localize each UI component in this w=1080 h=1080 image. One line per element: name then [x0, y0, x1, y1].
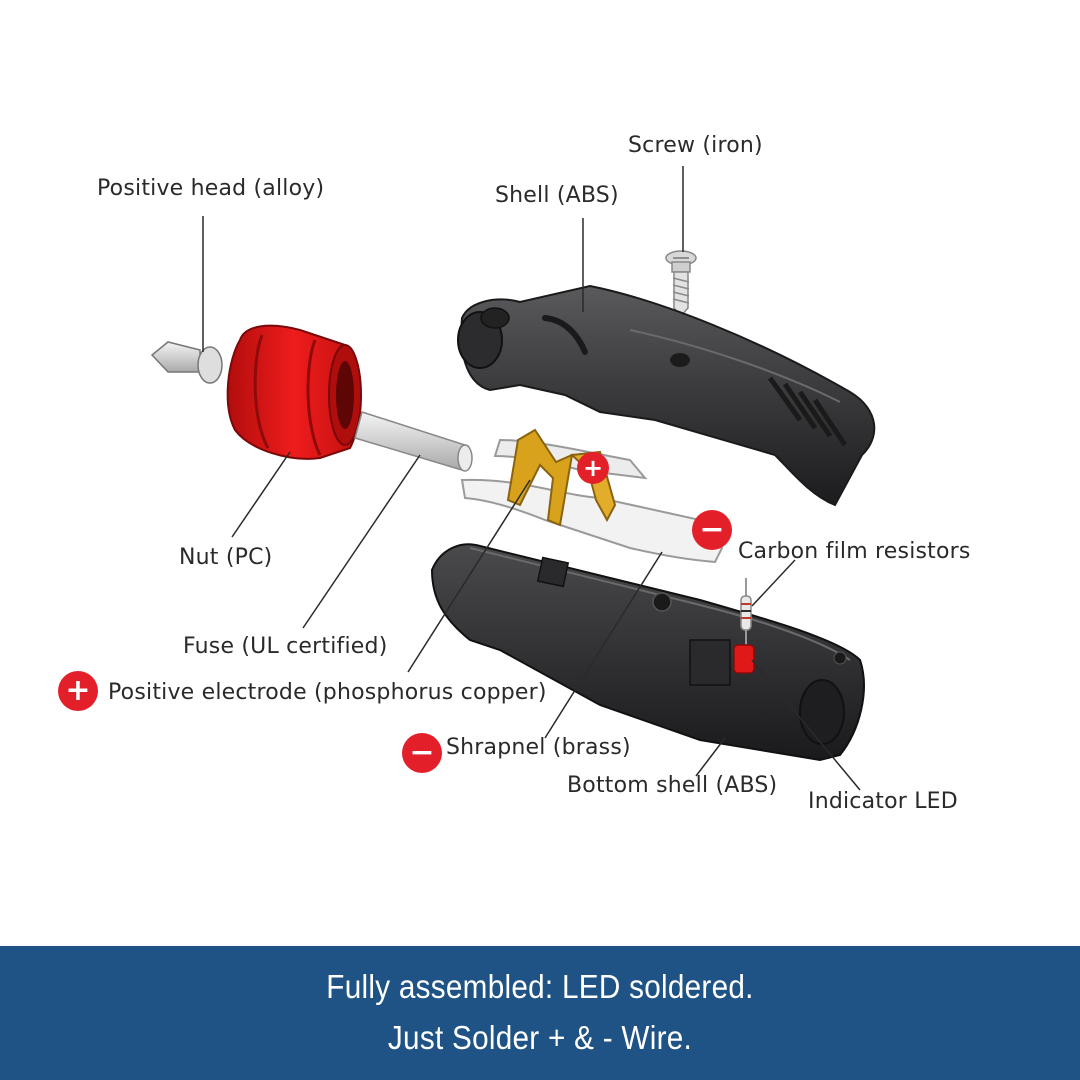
- label-indicator-led: Indicator LED: [808, 789, 958, 814]
- leader-bottom-shell: [695, 737, 726, 777]
- leader-nut: [231, 451, 291, 538]
- carbon-resistor-part: [740, 578, 752, 645]
- label-fuse: Fuse (UL certified): [183, 634, 388, 659]
- leader-indicator-led: [751, 659, 861, 791]
- exploded-plug-diagram: [150, 166, 876, 791]
- leader-shrapnel: [544, 551, 663, 739]
- banner-line-1: Fully assembled: LED soldered.: [326, 968, 754, 1005]
- leader-fuse: [302, 454, 421, 629]
- plus-badge-electrode: +: [577, 452, 609, 484]
- label-positive-electrode: Positive electrode (phosphorus copper): [108, 680, 547, 705]
- plus-badge-legend: +: [58, 671, 98, 711]
- footer-banner: Fully assembled: LED soldered. Just Sold…: [0, 946, 1080, 1080]
- label-shrapnel: Shrapnel (brass): [446, 735, 631, 760]
- label-carbon-resistors: Carbon film resistors: [738, 539, 971, 564]
- bottom-shell-part: [430, 543, 865, 762]
- label-shell: Shell (ABS): [495, 183, 619, 208]
- fuse-part: [354, 411, 473, 472]
- leader-carbon-resistors: [751, 559, 796, 607]
- top-shell-part: [457, 284, 876, 507]
- label-positive-head: Positive head (alloy): [97, 176, 325, 201]
- minus-badge-shrapnel-part: −: [692, 510, 732, 550]
- indicator-led-part: [733, 644, 755, 674]
- leader-lines: [202, 166, 861, 791]
- label-bottom-shell: Bottom shell (ABS): [567, 773, 778, 798]
- positive-head-part: [150, 341, 223, 384]
- nut-part: [226, 324, 362, 460]
- screw-part: [665, 250, 697, 318]
- label-screw: Screw (iron): [628, 133, 763, 158]
- minus-badge-legend: −: [402, 733, 442, 773]
- banner-line-2: Just Solder + & - Wire.: [387, 1019, 693, 1056]
- leader-positive-electrode: [407, 479, 531, 673]
- label-nut: Nut (PC): [179, 545, 273, 570]
